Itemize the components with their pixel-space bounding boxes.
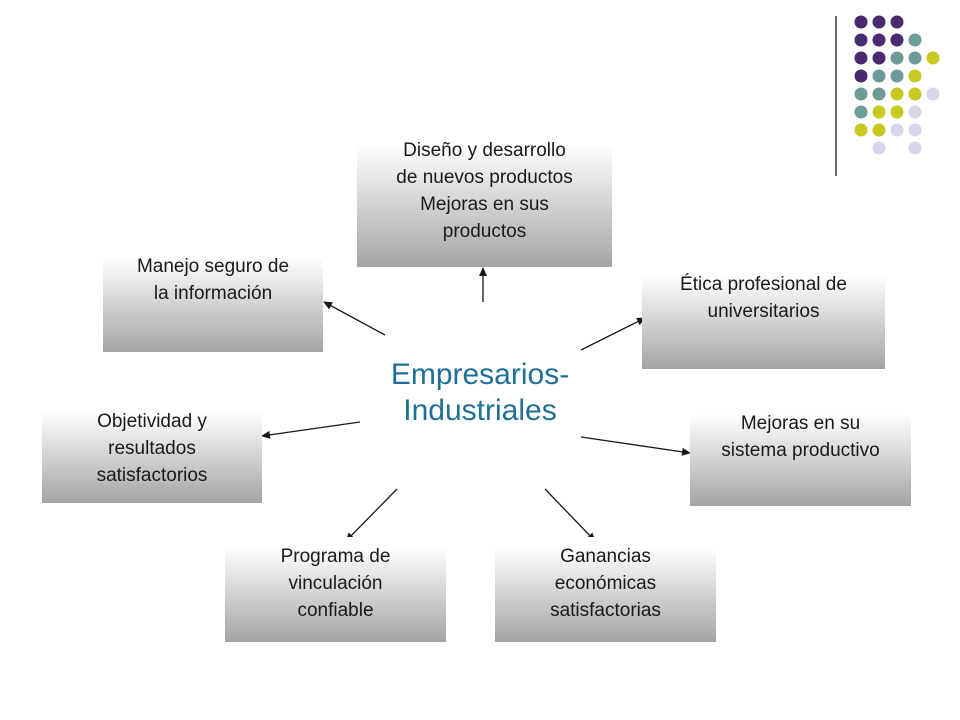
decorative-dot <box>872 87 886 101</box>
decorative-dot <box>926 51 940 65</box>
node-objetividad-line-1: Objetividad y <box>97 411 207 432</box>
arrow-to-objetividad <box>261 421 361 439</box>
node-diseno-line-1: Diseño y desarrollo <box>403 140 566 161</box>
node-objetividad: Objetividad y resultados satisfactorios <box>42 402 262 503</box>
decorative-dot <box>854 105 868 119</box>
decorative-dot <box>854 51 868 65</box>
node-diseno-line-3: Mejoras en sus <box>420 194 549 215</box>
node-programa-line-2: vinculación <box>288 573 383 594</box>
decorative-dot <box>872 123 886 137</box>
node-manejo-line-1: Manejo seguro de <box>136 256 290 277</box>
center-title-line-1: Empresarios- <box>390 358 570 391</box>
node-ganancias-line-2: económicas <box>554 573 657 594</box>
decorative-dot <box>890 69 904 83</box>
node-etica: Ética profesional de universitarios <box>642 265 885 369</box>
decorative-dot <box>908 141 922 155</box>
node-etica-line-1: Ética profesional de <box>680 274 847 295</box>
node-diseno-line-4: productos <box>442 221 527 242</box>
decorative-dot <box>854 15 868 29</box>
decorative-dot <box>908 87 922 101</box>
node-programa-line-1: Programa de <box>280 546 391 567</box>
decorative-dot <box>908 105 922 119</box>
decorative-dot <box>854 123 868 137</box>
center-title-line-2: Industriales <box>403 394 557 427</box>
node-programa: Programa de vinculación confiable <box>225 537 446 642</box>
arrow-to-ganancias <box>544 488 596 542</box>
decorative-dot <box>854 33 868 47</box>
decorative-dot <box>890 123 904 137</box>
arrow-to-programa <box>345 488 398 542</box>
decorative-dot <box>908 51 922 65</box>
node-etica-line-2: universitarios <box>707 301 820 322</box>
decorative-dot <box>854 69 868 83</box>
decorative-dot <box>872 105 886 119</box>
node-mejoras: Mejoras en su sistema productivo <box>690 404 911 506</box>
node-ganancias: Ganancias económicas satisfactorias <box>495 537 716 642</box>
node-mejoras-line-1: Mejoras en su <box>740 413 861 434</box>
arrow-to-manejo <box>323 301 386 336</box>
node-ganancias-line-1: Ganancias <box>560 546 651 567</box>
arrow-to-mejoras <box>580 436 691 456</box>
decorative-dot <box>890 33 904 47</box>
decorative-dot <box>890 105 904 119</box>
decorative-dot <box>854 87 868 101</box>
decorative-dot <box>872 141 886 155</box>
decorative-dot <box>872 51 886 65</box>
center-node-title: Empresarios- Industriales <box>380 357 580 429</box>
decorative-dot <box>926 87 940 101</box>
node-objetividad-line-2: resultados <box>108 438 196 459</box>
decorative-dot <box>872 15 886 29</box>
node-programa-line-3: confiable <box>297 600 374 621</box>
decorative-dot <box>890 51 904 65</box>
decorative-dot <box>890 15 904 29</box>
decorative-dot <box>908 33 922 47</box>
node-manejo: Manejo seguro de la información <box>103 247 323 352</box>
node-diseno-line-2: de nuevos productos <box>396 167 573 188</box>
decorative-dot <box>890 87 904 101</box>
decorative-dot <box>908 123 922 137</box>
node-objetividad-line-3: satisfactorios <box>96 465 208 486</box>
arrow-to-etica <box>580 317 646 351</box>
node-mejoras-line-2: sistema productivo <box>721 440 880 461</box>
node-manejo-line-2: la información <box>153 283 273 304</box>
decorative-dot <box>872 33 886 47</box>
decorative-dot <box>908 69 922 83</box>
node-ganancias-line-3: satisfactorias <box>550 600 661 621</box>
decorative-dot <box>872 69 886 83</box>
node-diseno: Diseño y desarrollo de nuevos productos … <box>357 131 612 267</box>
